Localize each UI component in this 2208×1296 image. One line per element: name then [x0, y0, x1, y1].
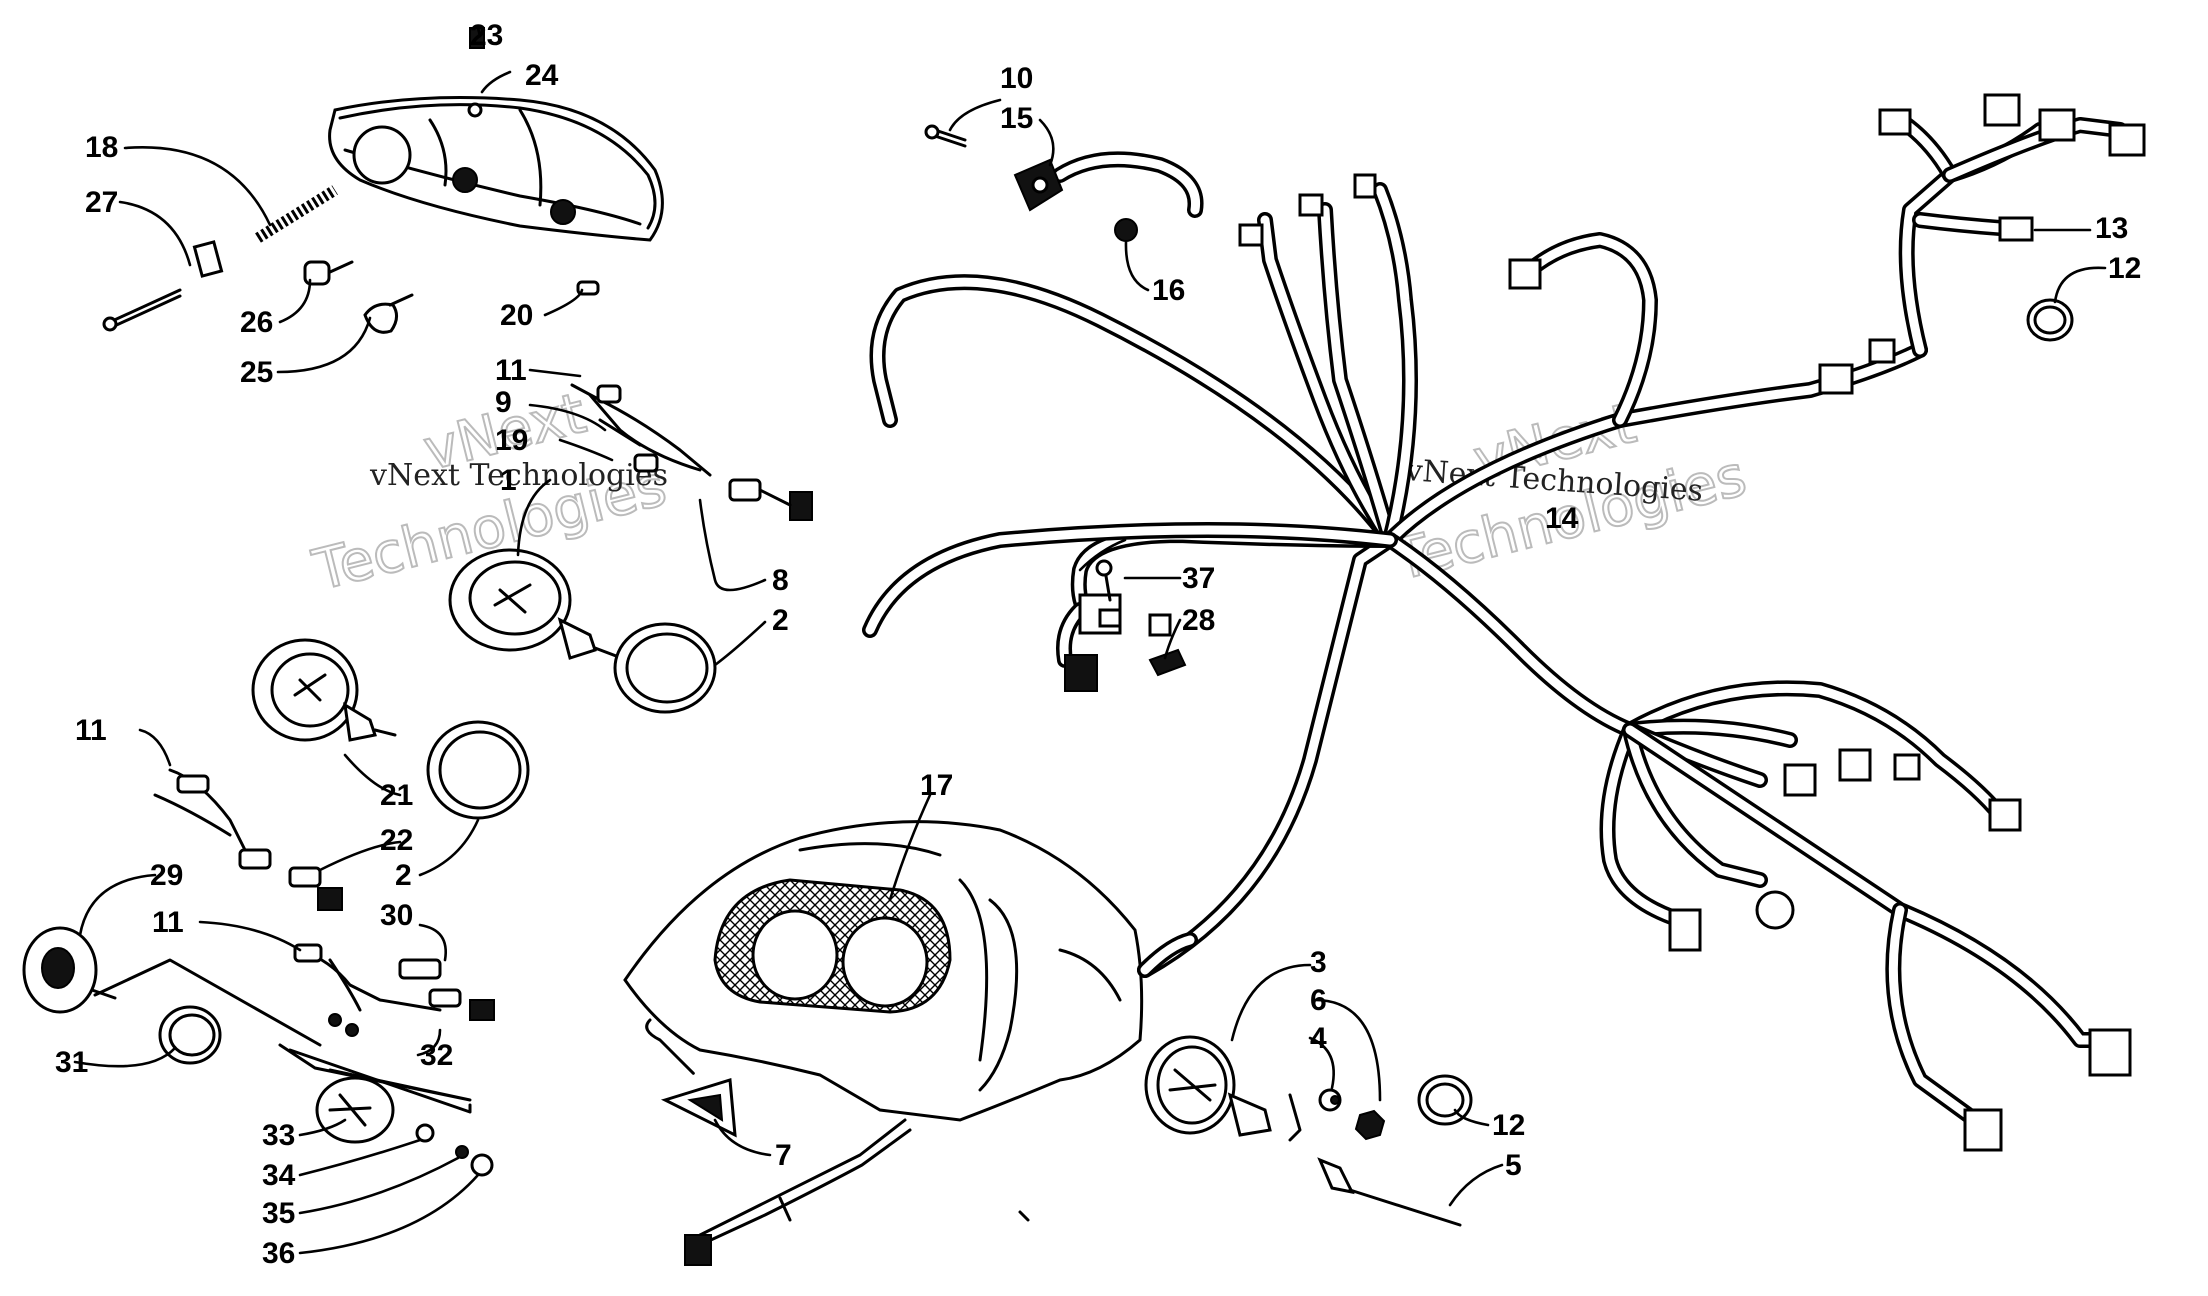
adjuster-spring	[255, 185, 338, 243]
relay-15	[1013, 158, 1064, 212]
callout-33: 33	[262, 1119, 295, 1152]
washer-4-nut-6	[1318, 1088, 1386, 1141]
gauge-pigtail-lower	[153, 768, 343, 911]
callout-4: 4	[1310, 1022, 1327, 1055]
harness-connectors	[1018, 93, 2146, 1222]
switch-harness-30	[293, 943, 495, 1037]
callout-17: 17	[920, 769, 953, 802]
callout-3: 3	[1310, 946, 1327, 979]
gauge-3	[1144, 1035, 1272, 1137]
clip-28	[1148, 648, 1187, 677]
clamp-12a	[2026, 298, 2074, 342]
callout-18: 18	[85, 131, 118, 164]
callout-1: 1	[500, 464, 517, 497]
callout-7: 7	[775, 1139, 792, 1172]
callout-16: 16	[1152, 274, 1185, 307]
bolt-10	[924, 124, 967, 148]
adjuster-screw	[102, 240, 224, 332]
callout-20: 20	[500, 299, 533, 332]
callout-25: 25	[240, 356, 273, 389]
clamp-12b	[1417, 1074, 1473, 1126]
callout-2a: 2	[772, 604, 789, 637]
main-wiring-harness-14	[862, 112, 2128, 1128]
callout-5: 5	[1505, 1149, 1522, 1182]
console-pigtail	[684, 1118, 912, 1266]
callout-36: 36	[262, 1237, 295, 1270]
callout-31: 31	[55, 1046, 88, 1079]
callout-6: 6	[1310, 984, 1327, 1017]
callout-29: 29	[150, 859, 183, 892]
callout-30: 30	[380, 899, 413, 932]
callout-11c: 11	[152, 906, 184, 939]
callout-32: 32	[420, 1039, 453, 1072]
watermark-left-small: vNext Technologies	[369, 458, 668, 493]
switch-33	[315, 1076, 395, 1144]
bezel-ring-2b	[426, 720, 530, 820]
callout-24: 24	[525, 59, 559, 92]
callout-14: 14	[1545, 502, 1579, 535]
leader-lines	[73, 26, 2107, 1255]
callout-11b: 11	[75, 714, 107, 747]
callout-12a: 12	[2108, 252, 2141, 285]
gauge-pigtail-upper	[570, 383, 813, 521]
bulb-socket-26	[303, 260, 354, 286]
gauge-1	[448, 548, 642, 667]
callout-15: 15	[1000, 102, 1033, 135]
callout-19: 19	[495, 424, 528, 457]
connector-lines-left	[93, 958, 472, 1114]
screw-37	[1095, 559, 1113, 602]
callout-12b: 12	[1492, 1109, 1525, 1142]
bezel-ring-2a	[613, 622, 717, 714]
nut-16	[1114, 218, 1138, 242]
callout-21: 21	[380, 779, 413, 812]
headlight-assembly	[328, 27, 664, 242]
instrument-console-17	[623, 820, 1144, 1122]
callout-9: 9	[495, 386, 512, 419]
callout-11a: 11	[495, 354, 527, 387]
callout-23: 23	[470, 19, 503, 52]
key-switch-29	[22, 926, 117, 1014]
callout-10: 10	[1000, 62, 1033, 95]
callout-34: 34	[262, 1159, 296, 1192]
callout-13: 13	[2095, 212, 2128, 245]
callout-labels: 23 24 18 27 26 25 20 11 9 19 1 8 2 11 21…	[55, 19, 2141, 1270]
speedo-cable-5	[1288, 1093, 1462, 1227]
gauge-21	[251, 638, 397, 742]
callout-2b: 2	[395, 859, 412, 892]
washers-34-36	[415, 1123, 494, 1177]
decal-triangle-7	[660, 1078, 737, 1138]
callout-22: 22	[380, 824, 413, 857]
bulb-socket-25	[363, 293, 414, 334]
callout-26: 26	[240, 306, 273, 339]
callout-37: 37	[1182, 562, 1215, 595]
callout-35: 35	[262, 1197, 295, 1230]
callout-8: 8	[772, 564, 789, 597]
callout-28: 28	[1182, 604, 1215, 637]
callout-27: 27	[85, 186, 118, 219]
